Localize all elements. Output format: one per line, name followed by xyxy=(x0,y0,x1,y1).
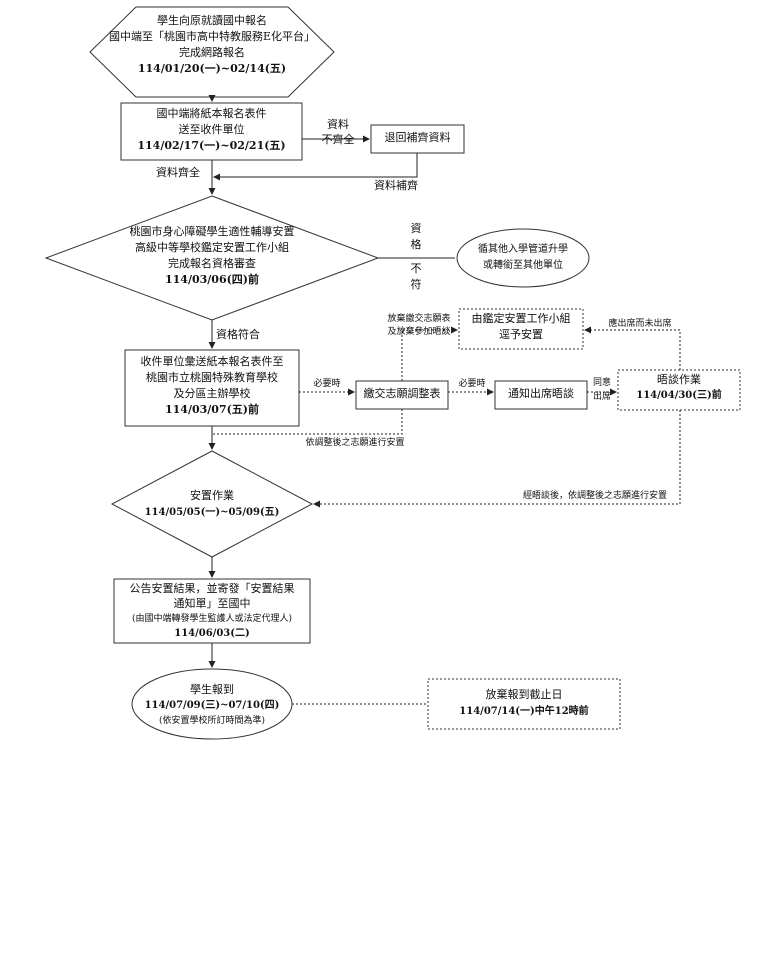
qualified-label: 資格符合 xyxy=(216,328,260,341)
announce-date: 114/06/03(二) xyxy=(174,628,250,639)
when-needed-label-1: 必要時 xyxy=(313,379,341,389)
report-date: 114/07/09(三)~07/10(四) xyxy=(144,700,280,711)
start-line-1: 學生向原就讀國中報名 xyxy=(157,14,267,27)
placement-label: 安置作業 xyxy=(190,489,234,502)
unqualified-char-4: 符 xyxy=(410,278,422,291)
review-line-2: 高級中等學校鑑定安置工作小組 xyxy=(135,241,289,254)
submit-date: 114/02/17(一)~02/21(五) xyxy=(137,139,286,152)
adjust-form-label: 繳交志願調整表 xyxy=(363,387,441,400)
complete-label: 資料齊全 xyxy=(156,166,200,179)
interview-box xyxy=(617,369,741,411)
forward-date: 114/03/07(五)前 xyxy=(164,403,260,416)
notify-label: 通知出席晤談 xyxy=(508,387,574,400)
unqualified-char-3: 不 xyxy=(410,262,422,275)
start-hexagon xyxy=(89,6,335,98)
notify-box xyxy=(494,380,588,410)
supplement-label: 資料補齊 xyxy=(374,179,418,192)
giveup-line-2: 及放棄參加晤談 xyxy=(387,327,451,337)
by-adjust-label: 依調整後之志願進行安置 xyxy=(305,438,405,448)
after-interview-label: 經晤談後，依調整後之志願進行安置 xyxy=(522,491,667,501)
announce-line-2: 通知單」至國中 xyxy=(173,597,251,610)
interview-date: 114/04/30(三)前 xyxy=(636,390,722,401)
announce-line-3: (由國中端轉發學生監護人或法定代理人) xyxy=(131,614,293,624)
submit-line-2: 送至收件單位 xyxy=(178,123,245,136)
submit-line-1: 國中端將紙本報名表件 xyxy=(156,107,267,120)
interview-label: 晤談作業 xyxy=(657,373,701,386)
agree-label-2: 出席 xyxy=(592,392,611,402)
start-line-2: 國中端至「桃園市高中特教服務E化平台」 xyxy=(108,30,316,43)
other-unit-line-1: 循其他入學管道升學 xyxy=(478,244,568,255)
report-note: (依安置學校所訂時間為準) xyxy=(158,716,266,726)
deadline-label: 放棄報到截止日 xyxy=(485,688,563,701)
deadline-date: 114/07/14(一)中午12時前 xyxy=(459,706,589,717)
review-line-1: 桃園市身心障礙學生適性輔導安置 xyxy=(129,225,295,238)
unqualified-char-1: 資 xyxy=(410,222,422,235)
report-label: 學生報到 xyxy=(190,683,234,696)
other-unit-line-2: 或轉銜至其他單位 xyxy=(483,260,563,271)
placement-diamond xyxy=(110,450,314,558)
unqualified-char-2: 格 xyxy=(410,238,422,251)
review-line-3: 完成報名資格審查 xyxy=(168,257,256,270)
committee-box xyxy=(458,308,584,350)
start-line-3: 完成網路報名 xyxy=(179,46,245,59)
incomplete-label-a: 資料 xyxy=(327,118,349,131)
other-unit-ellipse xyxy=(456,228,590,288)
incomplete-label-b: 不齊全 xyxy=(321,133,355,146)
review-date: 114/03/06(四)前 xyxy=(164,273,260,286)
deadline-box xyxy=(427,678,621,730)
committee-line-2: 逕予安置 xyxy=(499,328,543,341)
forward-line-3: 及分區主辦學校 xyxy=(173,387,251,400)
start-date: 114/01/20(一)~02/14(五) xyxy=(137,62,287,75)
forward-line-1: 收件單位彙送紙本報名表件至 xyxy=(140,355,284,368)
forward-line-2: 桃園市立桃園特殊教育學校 xyxy=(146,371,278,384)
return-box-label: 退回補齊資料 xyxy=(384,131,451,144)
absent-label: 應出席而未出席 xyxy=(608,319,672,329)
committee-line-1: 由鑑定安置工作小組 xyxy=(471,312,571,325)
announce-line-1: 公告安置結果，並寄發「安置結果 xyxy=(129,582,295,595)
placement-date: 114/05/05(一)~05/09(五) xyxy=(144,507,280,518)
agree-label-1: 同意 xyxy=(592,378,611,388)
giveup-line-1: 放棄繳交志願表 xyxy=(387,314,451,324)
when-needed-label-2: 必要時 xyxy=(458,379,486,389)
